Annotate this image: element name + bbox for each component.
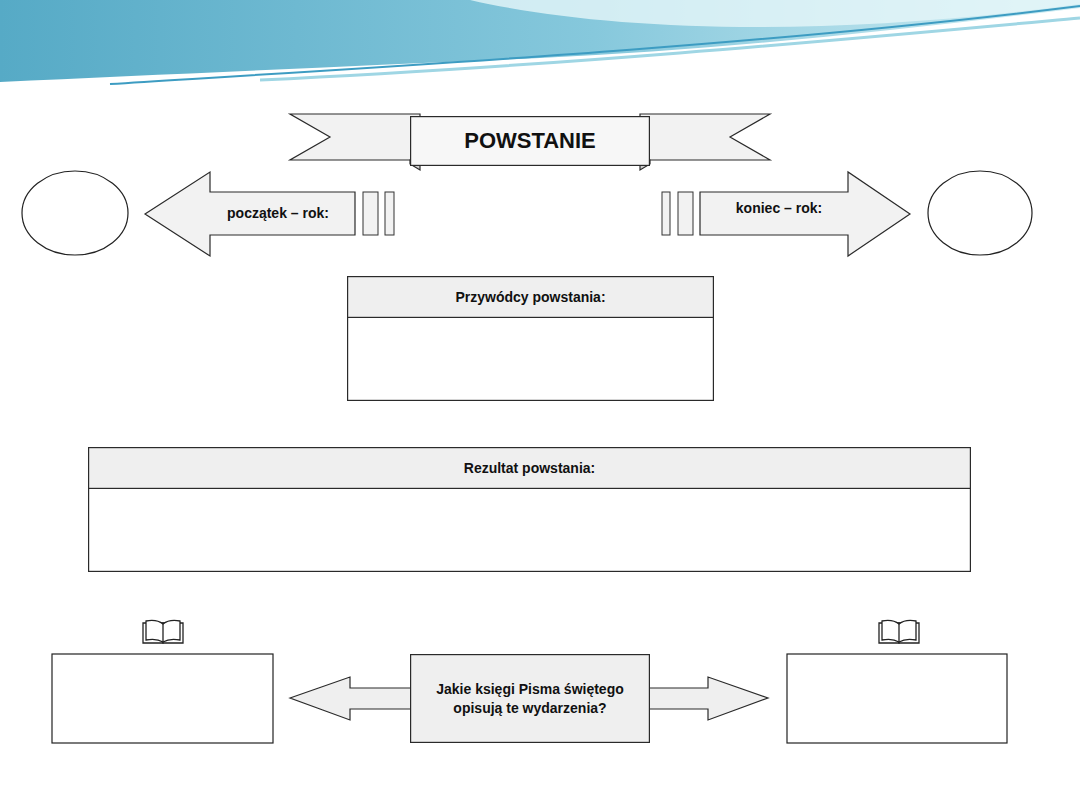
shape-part: [89, 448, 971, 572]
text-area: POWSTANIE: [410, 116, 650, 166]
answer-box: [787, 654, 1007, 743]
node-label: Jakie księgi Pisma świętego opisują te w…: [416, 680, 644, 716]
start-year-arrow: początek – rok:: [145, 172, 355, 256]
node-label: Przywódcy powstania:: [455, 288, 605, 306]
node-label: początek – rok:: [227, 204, 329, 222]
empty-circle: [928, 171, 1032, 255]
title-banner: POWSTANIE: [290, 112, 770, 170]
text-area: Przywódcy powstania:: [347, 276, 714, 318]
result-box: Rezultat powstania:: [88, 447, 971, 572]
node-label: Rezultat powstania:: [464, 459, 595, 477]
book-icon: [143, 620, 183, 643]
book-icon: [879, 620, 919, 643]
shape-part: [290, 114, 420, 160]
header-wave-light: [470, 0, 1080, 27]
shape-part: [348, 277, 714, 318]
answer-box: [52, 654, 273, 743]
shape-part: [89, 448, 971, 489]
shape-part: [411, 655, 650, 743]
text-area: Rezultat powstania:: [88, 447, 971, 489]
leaders-box: Przywódcy powstania:: [347, 276, 714, 401]
bar: [662, 192, 670, 235]
bar: [363, 192, 378, 235]
title-text: POWSTANIE: [464, 127, 596, 156]
empty-circle: [22, 171, 128, 255]
shape-part: [700, 172, 910, 256]
shape-part: [411, 117, 650, 166]
shape-part: [348, 277, 714, 401]
question-double-arrow: Jakie księgi Pisma świętego opisują te w…: [290, 654, 768, 743]
node-label: koniec – rok:: [736, 199, 822, 217]
text-area: koniec – rok:: [704, 188, 854, 228]
shape-part: [640, 114, 770, 160]
shape-part: [145, 172, 355, 256]
text-area: początek – rok:: [203, 192, 353, 235]
question-double-arrow-outline: [290, 654, 768, 743]
end-year-arrow: koniec – rok:: [700, 172, 910, 256]
bar: [385, 192, 394, 235]
header-wave: [0, 0, 1080, 82]
bar: [678, 192, 693, 235]
header-wave-line: [260, 18, 1080, 80]
text-area: Jakie księgi Pisma świętego opisują te w…: [412, 656, 648, 741]
